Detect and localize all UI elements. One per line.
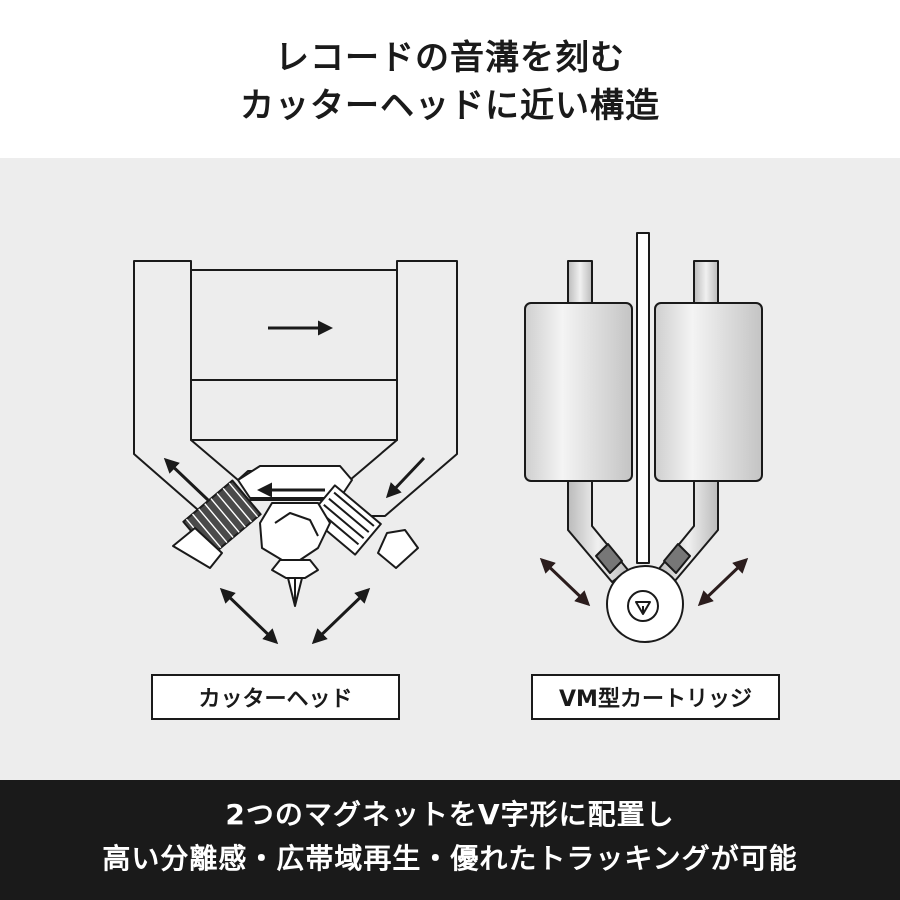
- vm-motion-arrow-left: [539, 557, 591, 607]
- footer: 2つのマグネットをV字形に配置し 高い分離感・広帯域再生・優れたトラッキングが可…: [0, 780, 900, 900]
- header-title-line2: カッターヘッドに近い構造: [240, 86, 660, 126]
- cutter-magnet-upper: [190, 269, 398, 381]
- diagram-svg: [133, 232, 763, 645]
- caption-vm-cartridge: VM型カートリッジ: [531, 674, 780, 720]
- cutter-armature: [259, 502, 331, 561]
- caption-cutter-head: カッターヘッド: [151, 674, 400, 720]
- vm-right-magnet: [654, 302, 763, 482]
- vm-left-rod-top: [567, 260, 593, 304]
- cutter-arrow-right-arm: [385, 456, 426, 499]
- vm-cartridge-diagram: [524, 232, 763, 643]
- cutter-stylus-holder: [271, 559, 319, 579]
- cutter-right-coil: [308, 484, 382, 556]
- vm-right-rod-top: [693, 260, 719, 304]
- diagram-area: カッターヘッド VM型カートリッジ: [0, 158, 900, 780]
- cutter-arrow-left-arm: [163, 457, 210, 502]
- vm-left-lower-rod: [567, 480, 629, 583]
- vm-center-divider: [636, 232, 650, 564]
- vm-left-magnet: [524, 302, 633, 482]
- vm-motion-arrow-right: [697, 557, 749, 607]
- cutter-magnet-lower: [190, 379, 398, 441]
- cutter-head-diagram: [133, 260, 458, 645]
- header: レコードの音溝を刻む カッターヘッドに近い構造: [0, 0, 900, 158]
- cutter-motion-arrow-left: [219, 587, 279, 645]
- footer-line2: 高い分離感・広帯域再生・優れたトラッキングが可能: [102, 842, 798, 875]
- header-title-line1: レコードの音溝を刻む: [275, 38, 625, 78]
- cutter-right-foot: [377, 529, 419, 569]
- footer-line1: 2つのマグネットをV字形に配置し: [225, 798, 675, 831]
- cutter-left-foot: [172, 527, 223, 569]
- vm-left-coil-band: [595, 543, 623, 574]
- vm-right-coil-band: [663, 543, 691, 574]
- vm-right-lower-rod: [657, 480, 719, 583]
- cutter-motion-arrow-right: [311, 587, 371, 645]
